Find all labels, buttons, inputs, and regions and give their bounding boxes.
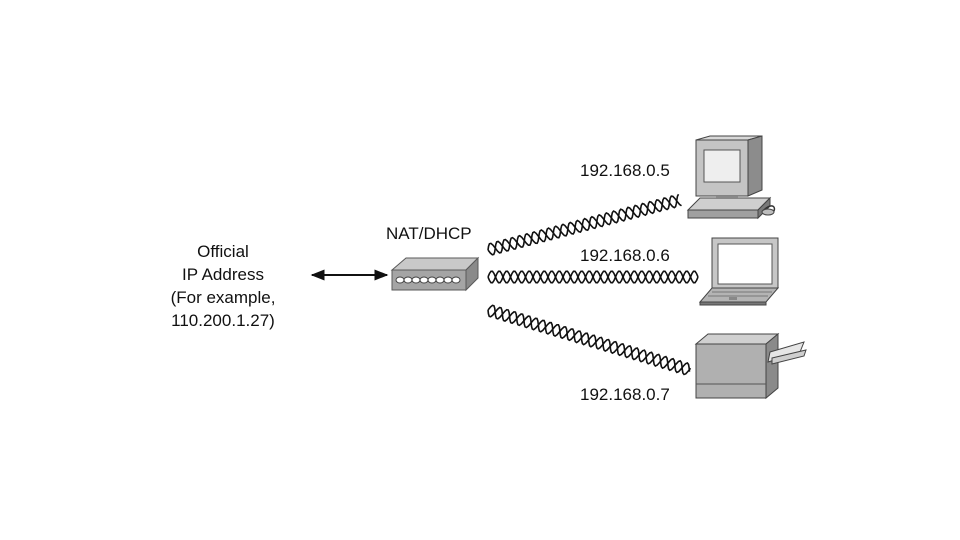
host-ip-label-laptop: 192.168.0.6	[580, 246, 670, 265]
desktop-computer-icon	[686, 135, 776, 220]
laptop-icon	[698, 237, 780, 306]
official-line: 110.200.1.27)	[171, 311, 275, 330]
printer-icon	[694, 332, 807, 400]
official-line: IP Address	[182, 265, 264, 284]
official-line: Official	[197, 242, 249, 261]
official-line: (For example,	[170, 288, 276, 307]
host-ip-label-printer: 192.168.0.7	[580, 385, 670, 404]
cable-printer	[487, 304, 692, 376]
cable-desktop	[487, 193, 680, 254]
nat-dhcp-label: NAT/DHCP	[386, 224, 472, 243]
host-ip-label-desktop: 192.168.0.5	[580, 161, 670, 180]
nat-device-icon	[390, 256, 480, 292]
cable-group	[487, 193, 699, 376]
official-ip-address-label: Official IP Address (For example, 110.20…	[130, 240, 316, 332]
cable-laptop	[487, 270, 699, 284]
